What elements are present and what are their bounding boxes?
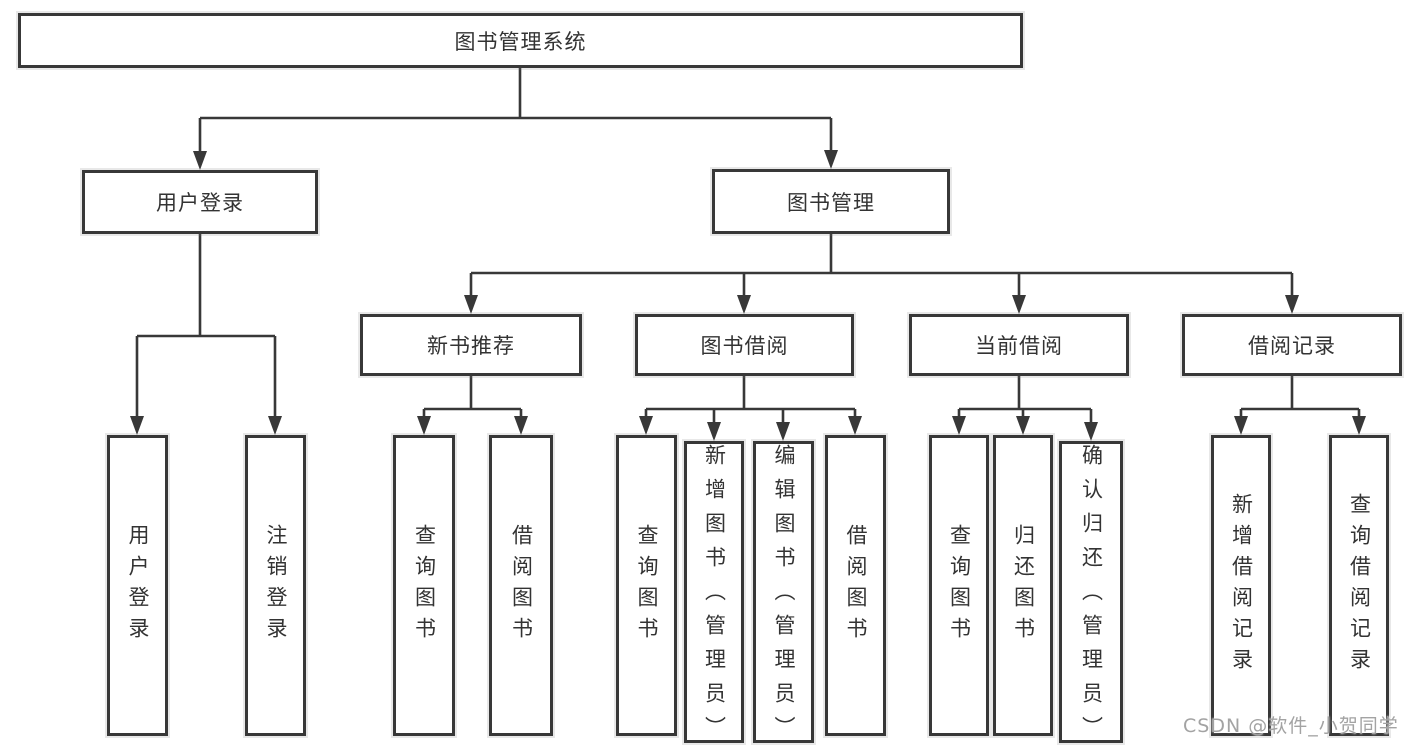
leaf-label: 确认归还（管理员） xyxy=(1079,444,1104,747)
leaf-user-login: 用户登录 xyxy=(107,435,168,736)
leaf-borrow-books-recommend: 借阅图书 xyxy=(489,435,553,736)
leaf-label: 新增图书（管理员） xyxy=(702,444,727,747)
arrowheads xyxy=(130,150,1366,441)
leaf-edit-books-admin: 编辑图书（管理员） xyxy=(753,441,814,747)
node-book-borrowing: 图书借阅 xyxy=(635,314,854,376)
leaf-label: 编辑图书（管理员） xyxy=(772,444,796,747)
leaf-add-books-admin: 新增图书（管理员） xyxy=(684,441,744,747)
node-current-borrowing: 当前借阅 xyxy=(909,314,1129,376)
node-new-book-recommend: 新书推荐 xyxy=(360,314,582,376)
leaf-label: 借阅图书 xyxy=(844,523,868,648)
leaf-label: 归还图书 xyxy=(1011,523,1036,648)
leaf-add-borrow-record: 新增借阅记录 xyxy=(1211,435,1271,736)
node-label: 图书借阅 xyxy=(700,334,789,358)
leaf-query-borrow-record: 查询借阅记录 xyxy=(1329,435,1389,736)
leaf-label: 借阅图书 xyxy=(509,523,534,648)
leaf-query-books-recommend: 查询图书 xyxy=(393,435,455,736)
leaf-label: 查询图书 xyxy=(412,523,437,648)
leaf-confirm-return-admin: 确认归还（管理员） xyxy=(1059,441,1123,747)
leaf-borrow-books: 借阅图书 xyxy=(825,435,886,736)
node-label: 图书管理 xyxy=(787,190,875,215)
csdn-watermark: CSDN @软件_小贺同学 xyxy=(1183,715,1399,737)
leaf-logout: 注销登录 xyxy=(245,435,306,736)
leaf-query-books-current: 查询图书 xyxy=(929,435,989,736)
leaf-label: 查询图书 xyxy=(947,523,972,648)
node-label: 当前借阅 xyxy=(975,334,1063,358)
leaf-label: 注销登录 xyxy=(264,523,288,648)
connector-path xyxy=(135,68,1361,426)
node-library-management-system: 图书管理系统 xyxy=(18,13,1023,68)
node-book-management: 图书管理 xyxy=(712,169,950,234)
leaf-label: 查询图书 xyxy=(635,523,659,648)
leaf-query-books-borrow: 查询图书 xyxy=(616,435,677,736)
leaf-return-books: 归还图书 xyxy=(993,435,1053,736)
node-label: 图书管理系统 xyxy=(454,29,587,54)
leaf-label: 新增借阅记录 xyxy=(1229,492,1254,679)
leaf-label: 用户登录 xyxy=(126,523,150,648)
node-label: 借阅记录 xyxy=(1248,334,1336,358)
node-borrowing-records: 借阅记录 xyxy=(1182,314,1402,376)
leaf-label: 查询借阅记录 xyxy=(1347,492,1372,679)
node-user-login: 用户登录 xyxy=(82,170,318,234)
node-label: 新书推荐 xyxy=(427,334,515,358)
node-label: 用户登录 xyxy=(156,191,244,215)
